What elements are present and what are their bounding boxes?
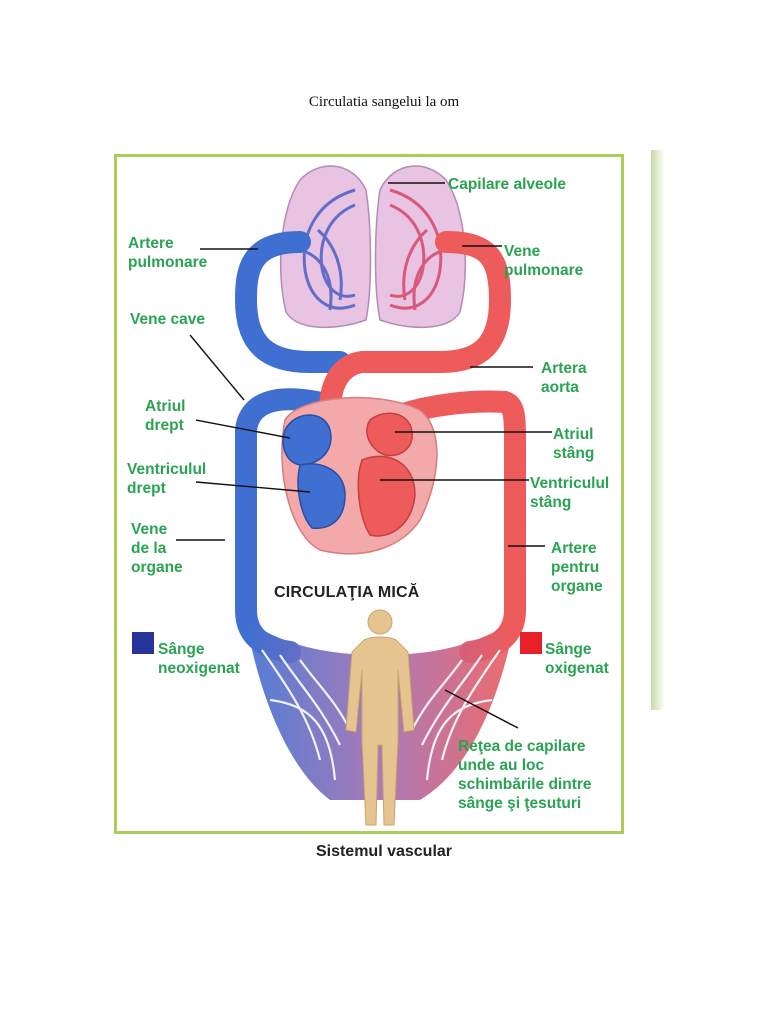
pulmonary-vein-vessel xyxy=(319,231,511,421)
document-title: Circulatia sangelui la om xyxy=(308,94,460,110)
line-vene-cave xyxy=(189,334,245,401)
right-ventricle xyxy=(297,463,346,529)
human-figure xyxy=(345,609,415,826)
lung-capillaries-right xyxy=(389,188,446,311)
label-capillary-network: Reţea de capilare unde au loc schimbăril… xyxy=(458,738,592,812)
line-capillary-network xyxy=(444,689,519,729)
pulmonary-artery-vessel xyxy=(235,231,351,373)
legend-label-deoxygenated: Sânge neoxigenat xyxy=(158,641,240,677)
label-vene-cave: Vene cave xyxy=(130,311,205,328)
figure-caption: Sistemul vascular xyxy=(315,843,453,860)
label-vene-pulmonare: Vene pulmonare xyxy=(504,243,584,279)
lung-capillaries-left xyxy=(299,188,356,311)
legend-swatch-deoxygenated xyxy=(132,632,154,654)
label-vene-de-la-organe: Vene de la organe xyxy=(131,521,183,576)
line-atriul-drept xyxy=(195,419,291,439)
label-ventriculul-drept: Ventriculul drept xyxy=(127,461,207,497)
line-ventriculul-drept xyxy=(195,481,311,493)
leader-lines xyxy=(176,182,552,729)
left-ventricle xyxy=(357,455,416,537)
label-capilare-alveole: Capilare alveole xyxy=(448,176,567,193)
label-circulatia-mica: CIRCULAŢIA MICĂ xyxy=(274,584,420,601)
right-atrium xyxy=(282,414,332,466)
heart xyxy=(281,396,438,555)
scan-edge-shadow xyxy=(651,150,665,710)
legend-swatch-oxygenated xyxy=(520,632,542,654)
left-atrium xyxy=(366,412,413,457)
legend-label-oxygenated: Sânge oxigenat xyxy=(545,641,609,677)
label-ventriculul-stang: Ventriculul stâng xyxy=(530,475,610,511)
label-artera-aorta: Artera aorta xyxy=(541,360,587,396)
label-artere-pentru-organe: Artere pentru organe xyxy=(551,540,603,595)
label-atriul-stang: Atriul stâng xyxy=(553,426,595,462)
label-atriul-drept: Atriul drept xyxy=(145,398,186,434)
label-artere-pulmonare: Artere pulmonare xyxy=(128,235,208,271)
lungs xyxy=(279,165,467,329)
